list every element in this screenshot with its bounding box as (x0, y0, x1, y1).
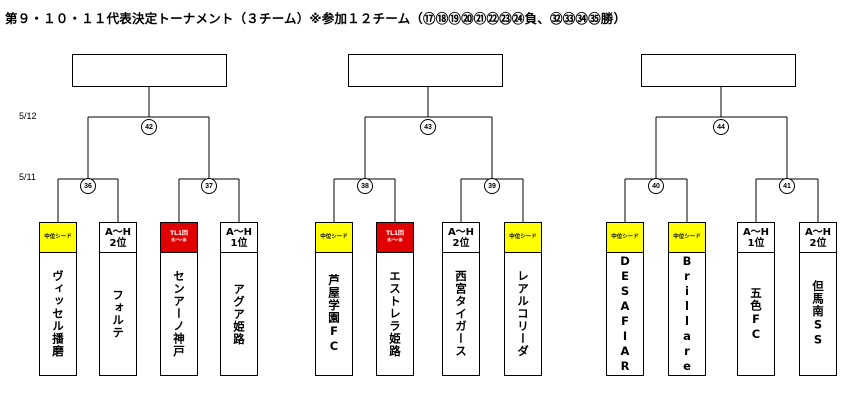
team-name: センアーノ神戸 (172, 270, 186, 358)
match-number-41: 41 (779, 178, 795, 194)
seed-label: 中位シード (316, 223, 352, 253)
team-name: Brillare (680, 254, 694, 374)
seed-label: 中位シード (40, 223, 76, 253)
team-name: DESAFIAR (618, 254, 632, 374)
match-number-40: 40 (648, 178, 664, 194)
match-number-42: 42 (141, 119, 157, 135)
team-box: 中位シード ヴィッセル播磨 (39, 222, 77, 376)
team-name: レアルコリーダ (516, 270, 530, 358)
team-box: 中位シード レアルコリーダ (504, 222, 542, 376)
match-number-43: 43 (420, 119, 436, 135)
team-box: 中位シード Brillare (668, 222, 706, 376)
match-number-44: 44 (713, 119, 729, 135)
match-number-38: 38 (357, 178, 373, 194)
team-name: エストレラ姫路 (388, 270, 402, 358)
team-box: 中位シード DESAFIAR (606, 222, 644, 376)
seed-label: 中位シード (505, 223, 541, 253)
team-box: 中位シード 芦屋学園FC (315, 222, 353, 376)
team-name: 但馬南SS (811, 280, 825, 348)
team-name: 五色FC (749, 286, 763, 342)
team-name: アグア姫路 (232, 282, 246, 346)
match-number-39: 39 (484, 178, 500, 194)
match-number-37: 37 (201, 178, 217, 194)
date-label-first-round: 5/11 (19, 172, 36, 182)
match-number-36: 36 (80, 178, 96, 194)
date-label-final-round: 5/12 (19, 111, 37, 121)
winner-box-2 (348, 54, 503, 87)
seed-label: 中位シード (607, 223, 643, 253)
page-title: 第９・１０・１１代表決定トーナメント（３チーム）※参加１２チーム（⑰⑱⑲⑳㉑㉒㉓… (5, 11, 627, 26)
team-name: 西宮タイガース (454, 270, 468, 358)
team-name: フォルテ (111, 289, 125, 339)
winner-box-1 (72, 54, 227, 87)
team-name: ヴィッセル播磨 (51, 270, 65, 358)
team-name: 芦屋学園FC (327, 274, 341, 354)
seed-label: 中位シード (669, 223, 705, 253)
winner-box-3 (641, 54, 796, 87)
